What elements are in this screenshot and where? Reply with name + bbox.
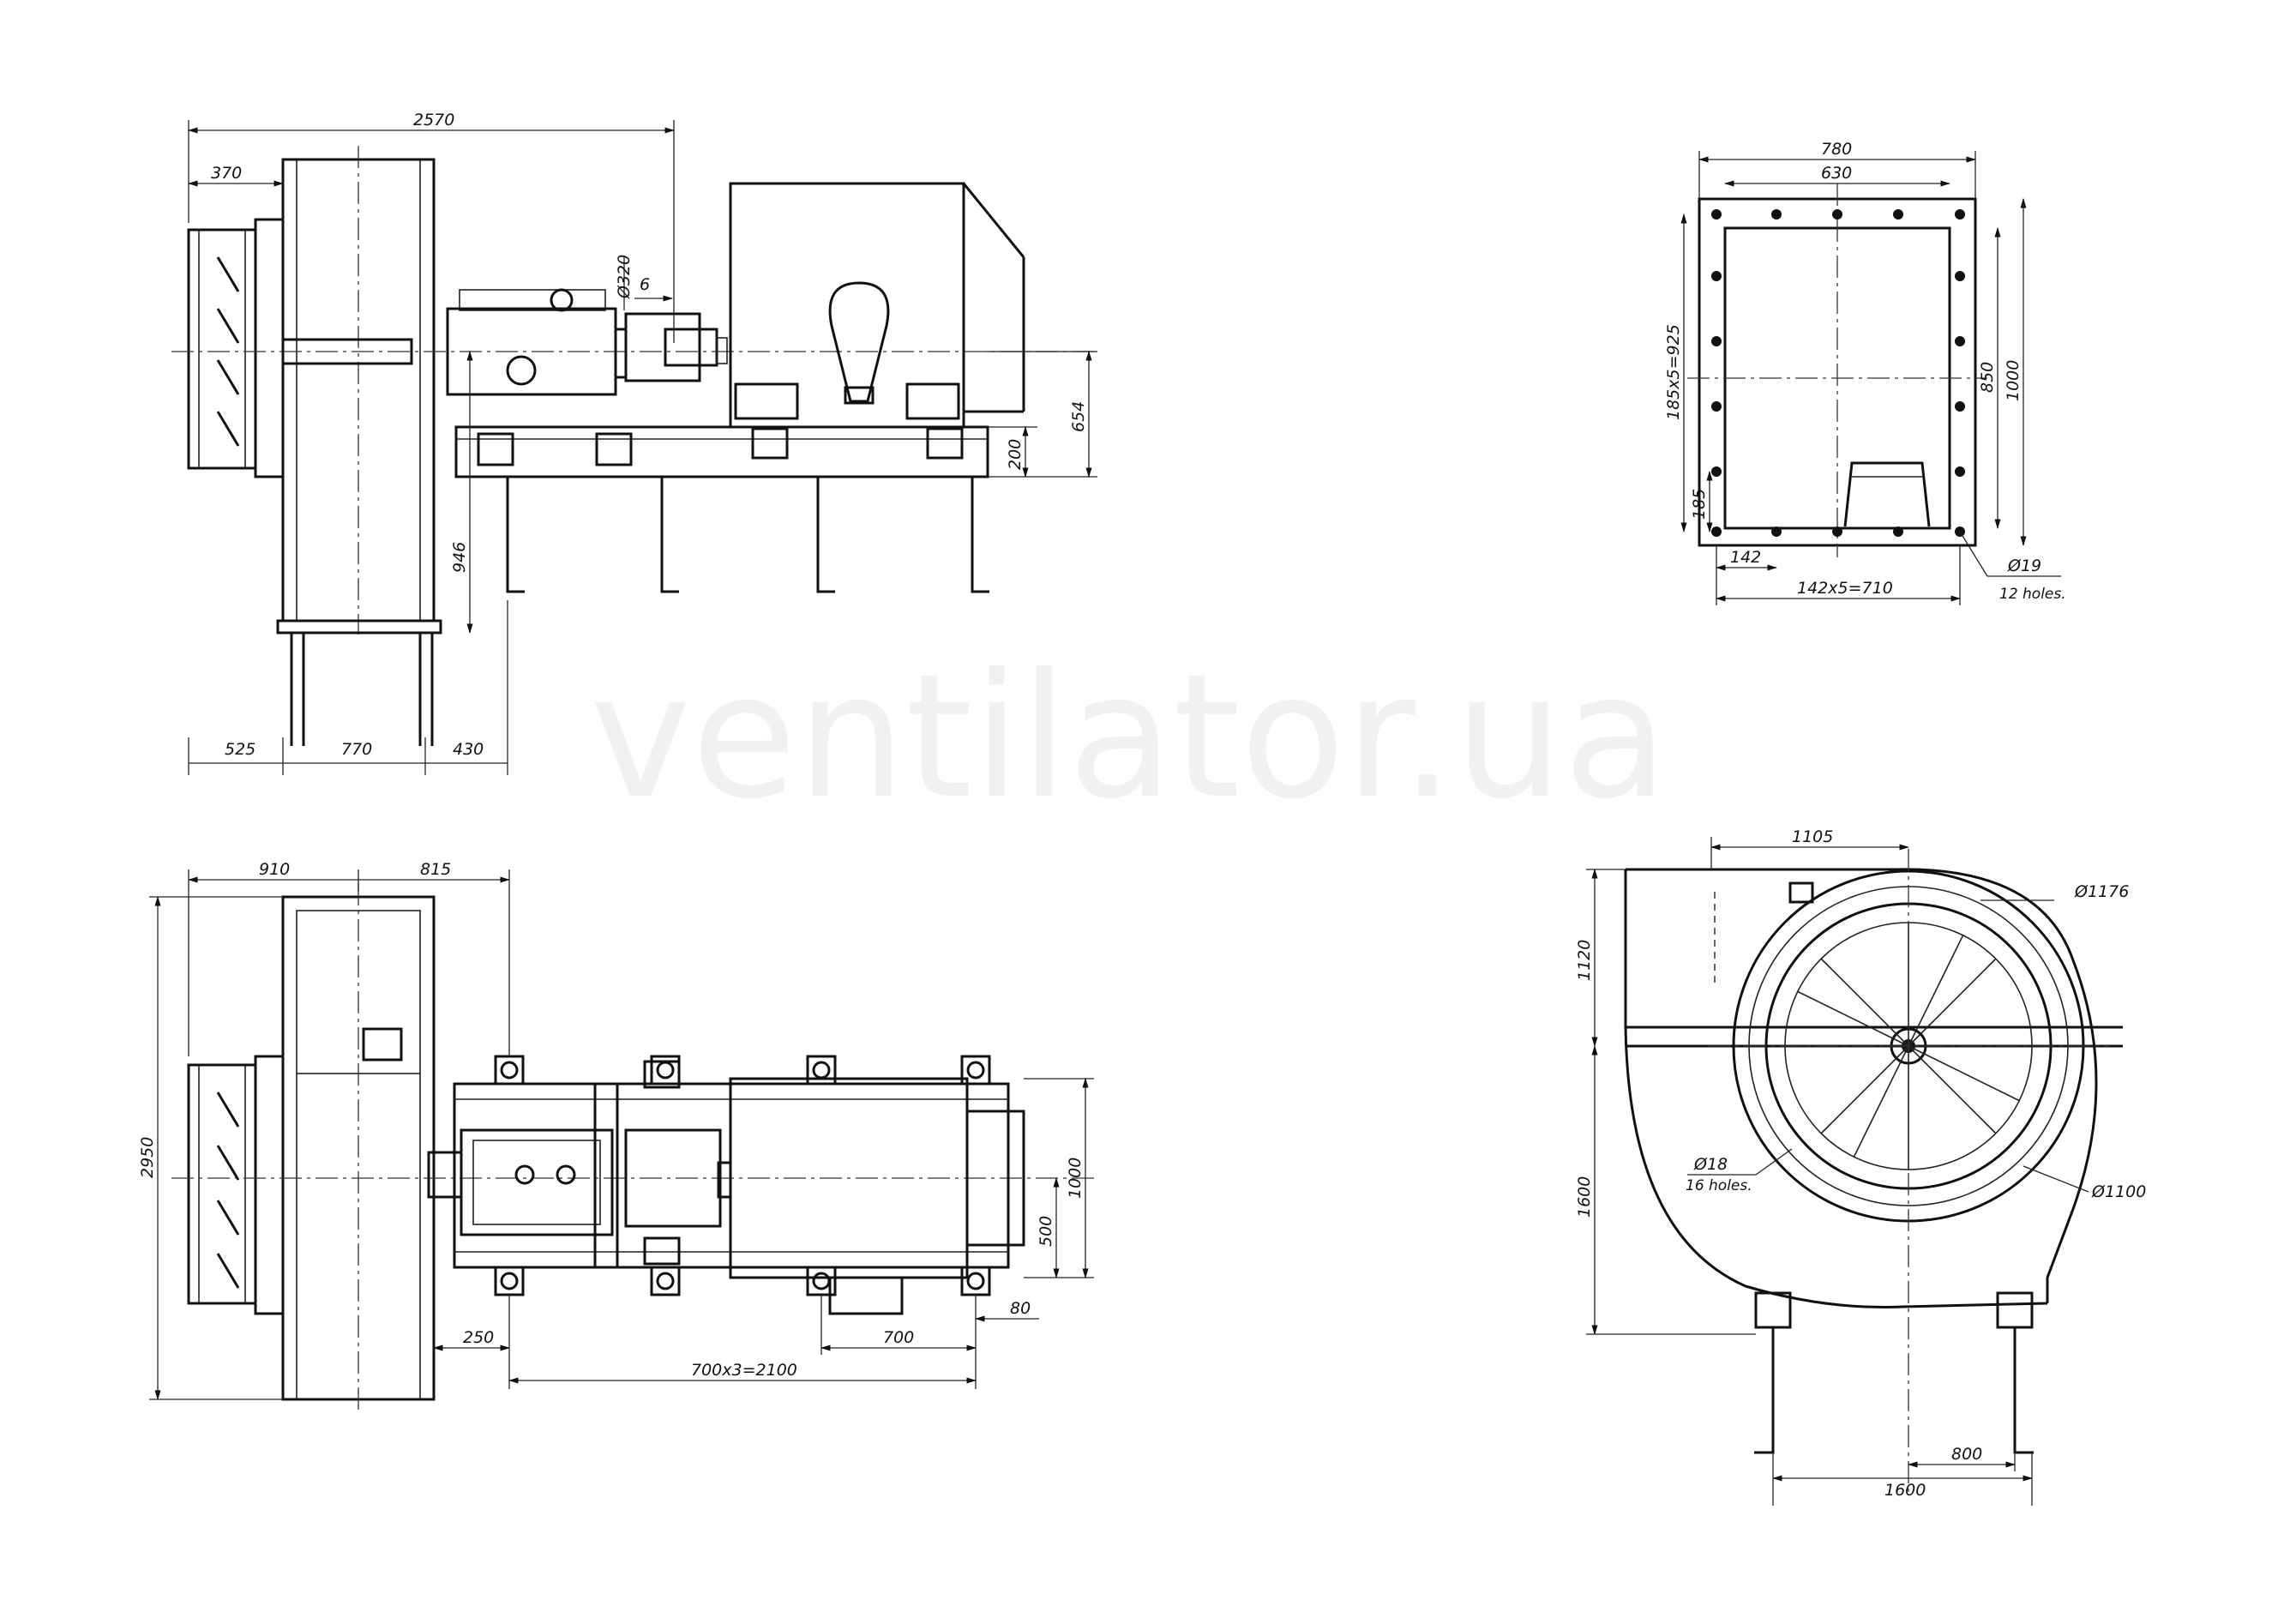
dim-holes-dia: Ø19 — [2007, 556, 2041, 575]
dim-outer-w: 780 — [1821, 140, 1852, 159]
dim-plan-offset: 250 — [463, 1328, 494, 1347]
dim-plan-width: 1000 — [1066, 1158, 1085, 1199]
dim-plan-spacing: 700x3=2100 — [691, 1361, 797, 1380]
dim-hole-row-h: 142x5=710 — [1797, 579, 1893, 598]
dim-front-top: 1105 — [1792, 827, 1833, 846]
dim-shaft-dia: Ø320 — [615, 255, 634, 299]
dim-front-inner-dia: Ø1100 — [2091, 1182, 2146, 1201]
dim-inner-h: 850 — [1978, 362, 1997, 393]
dim-front-outer-dia: Ø1176 — [2074, 882, 2129, 901]
dim-hole-step-h: 142 — [1730, 548, 1761, 567]
dim-inlet: 370 — [211, 164, 242, 183]
dim-front-bolt-dia: Ø18 — [1693, 1155, 1728, 1174]
dim-height: 654 — [1069, 401, 1088, 432]
dim-frame: 200 — [1006, 439, 1025, 470]
inlet-view: 780 630 185x5=925 185 850 1000 142 142x5… — [1664, 140, 2066, 605]
dim-plan-a: 910 — [259, 860, 290, 879]
dim-front-base: 1600 — [1884, 1481, 1926, 1500]
dim-plan-motor: 700 — [883, 1328, 914, 1347]
front-view: 1105 Ø1176 1120 1600 Ø18 16 holes. Ø1100… — [1575, 827, 2146, 1506]
dim-plan-b: 815 — [420, 860, 451, 879]
dim-inner-w: 630 — [1821, 164, 1852, 183]
dim-holes-count: 12 holes. — [1999, 586, 2066, 603]
dim-overall: 2570 — [413, 111, 454, 129]
watermark: ventilator.ua — [590, 637, 1668, 837]
dim-gap: 6 — [640, 275, 650, 294]
dim-axis-height: 946 — [450, 542, 469, 573]
dim-front-height-bottom: 1600 — [1575, 1176, 1594, 1218]
dim-outer-h: 1000 — [2004, 360, 2023, 401]
dim-b3: 430 — [453, 740, 484, 759]
dim-front-half-base: 800 — [1951, 1445, 1982, 1464]
dim-b1: 525 — [225, 740, 255, 759]
dim-plan-edge: 80 — [1010, 1299, 1031, 1318]
dim-plan-half: 500 — [1037, 1216, 1055, 1247]
dim-hole-row: 185x5=925 — [1664, 324, 1683, 420]
side-view: 2570 370 Ø320 6 654 200 946 525 770 430 — [171, 111, 1097, 775]
plan-view: 910 815 2950 1000 500 250 700 80 700x3=2… — [138, 860, 1097, 1413]
dim-plan-overall: 2950 — [138, 1137, 157, 1178]
dim-front-height-top: 1120 — [1575, 940, 1594, 981]
dim-front-bolt-count: 16 holes. — [1686, 1177, 1752, 1194]
dim-b2: 770 — [341, 740, 372, 759]
dim-hole-step-v: 185 — [1690, 489, 1709, 520]
